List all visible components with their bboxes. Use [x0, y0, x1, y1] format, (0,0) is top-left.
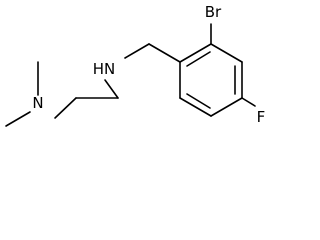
ring-bond-c2-c3 [210, 43, 243, 63]
bond-nh-to-ethyl-c1 [104, 79, 119, 99]
ring-bond-c1-c2 [179, 43, 212, 63]
bond-ring-to-methylene [148, 43, 181, 63]
bond-ethyl-c2-to-n [54, 97, 77, 119]
ring-bond-c5-c6 [179, 97, 212, 117]
ring-bond-c4-c5 [210, 97, 243, 117]
bond-ring-to-fluorine [241, 97, 256, 107]
dimethylamine-n-atom-label: N [32, 94, 43, 112]
ring-double-bond-c5-c6 [186, 93, 211, 109]
bromine-atom-label: Br [205, 3, 222, 21]
bond-methylene-to-nh [124, 43, 150, 59]
ring-double-bond-c1-c2 [186, 51, 211, 67]
bond-n-to-methyl-lower [5, 111, 31, 127]
amine-nh-atom-label: HN [93, 60, 116, 78]
chemical-structure: Br HN N F [5, 3, 266, 127]
fluorine-atom-label: F [257, 108, 266, 126]
